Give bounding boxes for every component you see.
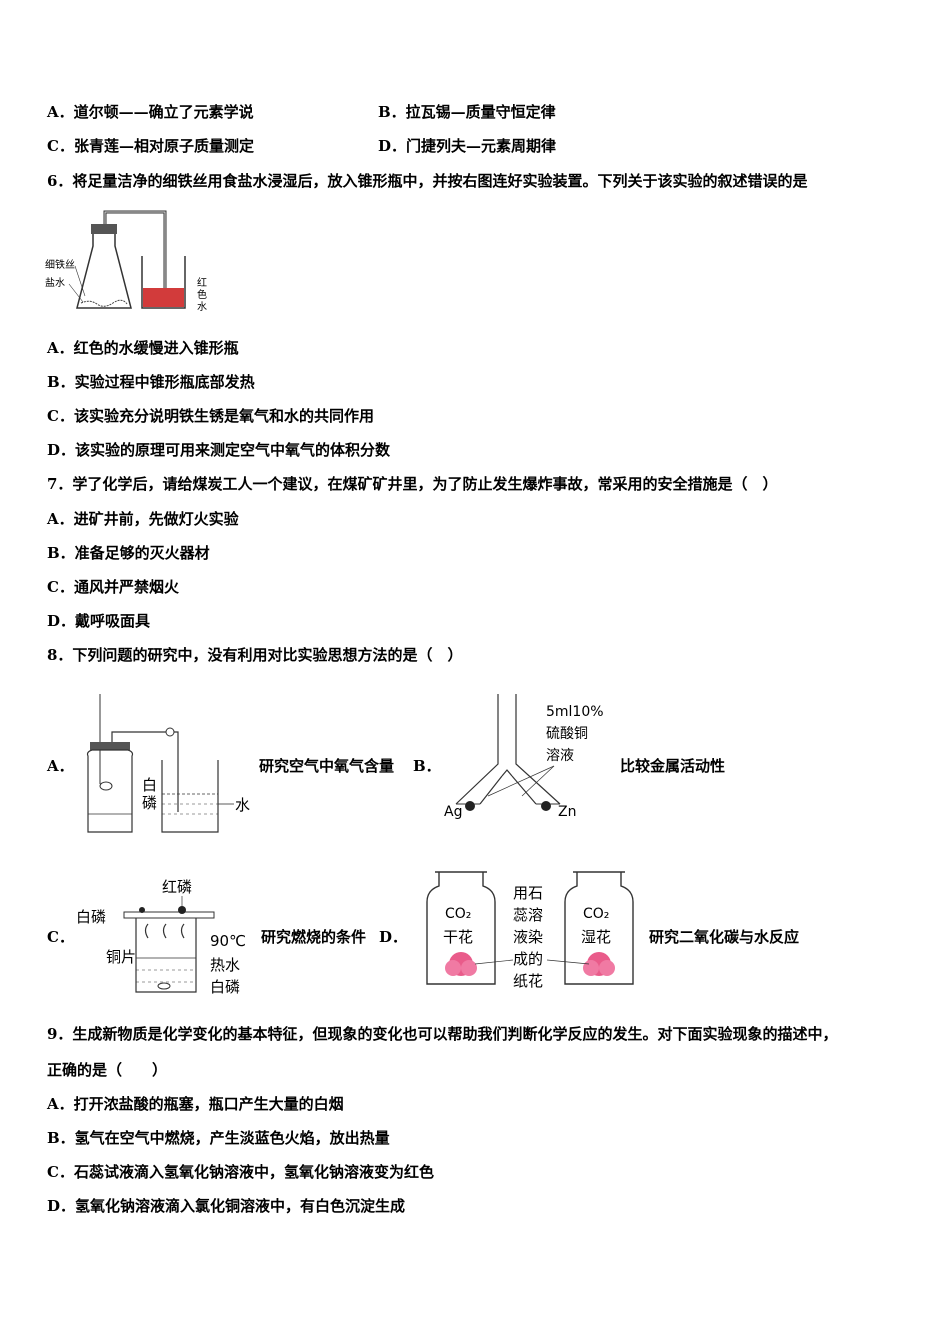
svg-text:红: 红 xyxy=(197,276,207,289)
q6-option-a: A．红色的水缓慢进入锥形瓶 xyxy=(47,339,239,357)
q8-c-letter: C． xyxy=(47,928,74,946)
q6-option-d: D．该实验的原理可用来测定空气中氧气的体积分数 xyxy=(47,441,391,459)
svg-text:硫酸铜: 硫酸铜 xyxy=(546,726,588,742)
q9-option-b: B．氢气在空气中燃烧，产生淡蓝色火焰，放出热量 xyxy=(47,1129,390,1147)
svg-text:Ag: Ag xyxy=(444,804,462,820)
q9-stem-line2: 正确的是（ ） xyxy=(47,1061,168,1079)
q8-c-text: 研究燃烧的条件 xyxy=(261,928,367,946)
q8-d-figure: CO₂ 干花 CO₂ 湿花 用石 蕊溶 液染 成的 纸花 xyxy=(426,871,634,990)
svg-text:5ml10%: 5ml10% xyxy=(546,704,604,720)
q8-a-letter: A． xyxy=(47,757,74,775)
svg-text:液染: 液染 xyxy=(513,928,543,946)
q5-option-d: D．门捷列夫—元素周期律 xyxy=(378,137,557,155)
svg-text:水: 水 xyxy=(235,796,250,814)
svg-text:用石: 用石 xyxy=(513,884,543,902)
q9-stem-line1: 9．生成新物质是化学变化的基本特征，但现象的变化也可以帮助我们判断化学反应的发生… xyxy=(47,1025,838,1043)
svg-text:红磷: 红磷 xyxy=(162,878,192,896)
svg-text:白磷: 白磷 xyxy=(76,908,106,926)
q8-b-letter: B． xyxy=(413,757,441,775)
svg-text:磷: 磷 xyxy=(142,794,157,812)
q6-stem: 6．将足量洁净的细铁丝用食盐水浸湿后，放入锥形瓶中，并按右图连好实验装置。下列关… xyxy=(47,172,808,190)
svg-text:纸花: 纸花 xyxy=(513,972,543,990)
q7-option-c: C．通风并严禁烟火 xyxy=(47,578,179,596)
q6-apparatus-figure: 细铁丝 盐水 红 色 水 xyxy=(45,210,207,313)
q8-a-text: 研究空气中氧气含量 xyxy=(259,757,395,775)
svg-text:蕊溶: 蕊溶 xyxy=(513,906,543,924)
q6-option-b: B．实验过程中锥形瓶底部发热 xyxy=(47,373,255,391)
q8-a-figure: 白 磷 水 xyxy=(86,694,250,833)
q9-option-c: C．石蕊试液滴入氢氧化钠溶液中，氢氧化钠溶液变为红色 xyxy=(47,1163,434,1181)
svg-text:热水: 热水 xyxy=(210,956,240,974)
q7-option-b: B．准备足够的灭火器材 xyxy=(47,544,210,562)
q7-option-a: A．进矿井前，先做灯火实验 xyxy=(47,510,239,528)
svg-text:CO₂: CO₂ xyxy=(445,906,471,922)
q5-option-b: B．拉瓦锡—质量守恒定律 xyxy=(378,103,556,121)
svg-text:铜片: 铜片 xyxy=(106,948,136,966)
q6-option-c: C．该实验充分说明铁生锈是氧气和水的共同作用 xyxy=(47,407,374,425)
q7-stem: 7．学了化学后，请给煤炭工人一个建议，在煤矿矿井里，为了防止发生爆炸事故，常采用… xyxy=(47,475,778,493)
svg-text:湿花: 湿花 xyxy=(581,928,611,946)
q5-option-c: C．张青莲—相对原子质量测定 xyxy=(47,137,254,155)
svg-text:Zn: Zn xyxy=(558,804,576,820)
q7-option-d: D．戴呼吸面具 xyxy=(47,612,151,630)
q9-option-d: D．氢氧化钠溶液滴入氯化铜溶液中，有白色沉淀生成 xyxy=(47,1197,406,1215)
svg-text:成的: 成的 xyxy=(513,950,543,968)
q8-d-text: 研究二氧化碳与水反应 xyxy=(649,928,800,946)
q8-d-letter: D． xyxy=(379,928,408,946)
q8-c-figure: 红磷 白磷 铜片 90℃ 热水 白磷 xyxy=(76,878,246,996)
q5-option-a: A．道尔顿——确立了元素学说 xyxy=(47,103,254,121)
label-salt-water: 盐水 xyxy=(45,276,65,289)
svg-text:CO₂: CO₂ xyxy=(583,906,609,922)
svg-text:色: 色 xyxy=(197,288,207,301)
q9-option-a: A．打开浓盐酸的瓶塞，瓶口产生大量的白烟 xyxy=(47,1095,344,1113)
svg-text:水: 水 xyxy=(197,301,207,313)
svg-text:干花: 干花 xyxy=(443,928,473,946)
q8-b-figure: 5ml10% 硫酸铜 溶液 Ag Zn xyxy=(444,694,604,820)
svg-text:90℃: 90℃ xyxy=(210,932,246,950)
svg-text:溶液: 溶液 xyxy=(546,748,574,764)
label-iron-wire: 细铁丝 xyxy=(45,258,75,271)
svg-text:白: 白 xyxy=(142,776,157,794)
q8-stem: 8．下列问题的研究中，没有利用对比实验思想方法的是（ ） xyxy=(47,646,463,664)
svg-text:白磷: 白磷 xyxy=(210,978,240,996)
q8-b-text: 比较金属活动性 xyxy=(620,757,726,775)
